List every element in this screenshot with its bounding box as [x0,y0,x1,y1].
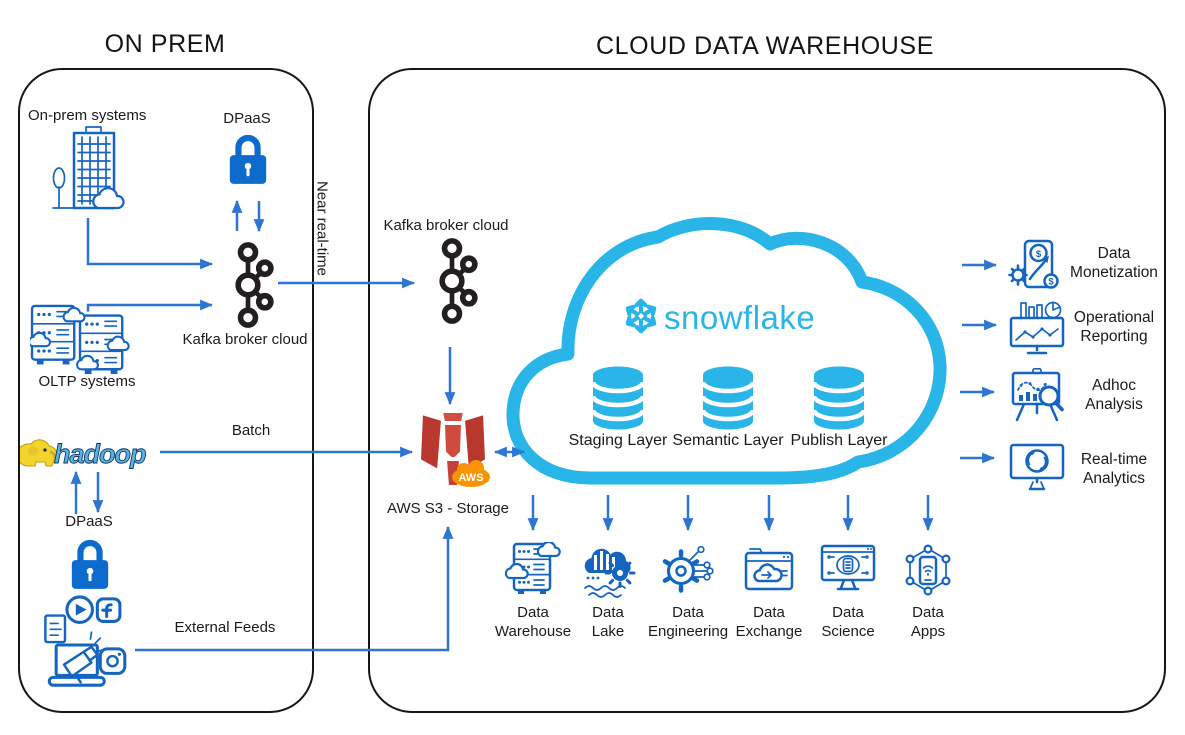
consumer-label-science: Data Science [796,603,900,641]
output-label-line2: Analytics [1082,470,1146,487]
lock-icon [229,134,267,184]
output-label-line1: Data [1097,245,1131,262]
semantic-layer-label: Semantic Layer [672,432,784,449]
kafka-icon [439,238,478,324]
near-real-time-label: Near real-time [313,180,331,277]
kafka-left-label: Kafka broker cloud [182,331,308,348]
cloud-box [368,68,1166,713]
output-label-line1: Real-time [1080,451,1148,468]
consumer-label-line2: Engineering [647,623,729,640]
aws-badge: AWS [452,460,490,487]
s3-label: AWS S3 - Storage [387,500,509,517]
consumer-label-line1: Data [672,604,704,621]
data-monetization-icon: $ $ [1008,239,1059,289]
lock-icon [71,539,109,589]
data-apps-icon [905,544,951,596]
adhoc-analysis-icon [1011,368,1064,422]
data-engineering-icon [662,545,714,593]
instagram-icon [98,647,127,675]
output-label-line2: Monetization [1070,264,1158,281]
kafka-icon [235,242,274,328]
dpaas-top-label: DPaaS [223,110,271,127]
database-cylinder-icon [813,366,865,430]
hadoop-elephant-icon [20,439,58,467]
consumer-label-exchange: Data Exchange [717,603,821,641]
consumer-label-line1: Data [517,604,549,621]
consumer-label-line1: Data [832,604,864,621]
cloud-overlays [30,306,130,371]
consumer-label-line2: Science [821,623,875,640]
server-rack-1 [30,304,76,365]
output-label-monetization: Data Monetization [1062,244,1166,282]
consumer-label-engineering: Data Engineering [636,603,740,641]
play-icon [65,595,94,624]
dollar-glyph: $ [1036,249,1042,260]
batch-label: Batch [231,422,271,439]
database-cylinder-icon [592,366,644,430]
consumer-label-warehouse: Data Warehouse [481,603,585,641]
consumer-label-line1: Data [912,604,944,621]
output-label-realtime: Real-time Analytics [1062,450,1166,488]
output-label-line1: Operational [1073,309,1155,326]
on-prem-box [18,68,314,713]
output-label-adhoc: Adhoc Analysis [1062,376,1166,414]
oltp-label: OLTP systems [38,373,136,390]
document-icon [44,614,67,644]
database-cylinder-icon [702,366,754,430]
consumer-label-line2: Lake [591,623,625,640]
external-feeds-label: External Feeds [174,619,276,636]
staging-layer-label: Staging Layer [568,432,668,449]
operational-reporting-icon [1009,301,1065,355]
on-prem-title: ON PREM [104,30,226,58]
servers-icon [30,304,130,375]
building-icon [52,126,125,210]
dpaas-bottom-label: DPaaS [65,513,113,530]
data-lake-icon [584,548,636,598]
megaphone-icon [62,645,99,678]
consumer-label-line1: Data [753,604,785,621]
consumer-label-apps: Data Apps [876,603,980,641]
kafka-right-label: Kafka broker cloud [383,217,509,234]
dollar-glyph: $ [1048,277,1054,288]
facebook-icon [95,597,122,623]
consumer-label-line2: Exchange [735,623,803,640]
output-label-reporting: Operational Reporting [1062,308,1166,346]
onprem-systems-label: On-prem systems [28,107,147,124]
consumer-label-lake: Data Lake [556,603,660,641]
output-label-line2: Analysis [1085,396,1143,413]
hadoop-wordmark-text: hadoop [54,439,146,469]
cloud-title: CLOUD DATA WAREHOUSE [596,32,934,60]
snowflake-logo-icon [625,298,657,334]
output-label-line1: Adhoc [1092,377,1136,394]
snowflake-wordmark: snowflake [664,299,816,336]
output-label-line2: Reporting [1080,328,1148,345]
realtime-analytics-icon [1009,443,1065,491]
consumer-label-line1: Data [592,604,624,621]
consumer-label-line2: Warehouse [494,623,572,640]
social-media-icon [44,595,127,687]
hadoop-wordmark: hadoop [54,439,148,470]
data-science-icon [820,544,876,591]
data-warehouse-icon [505,542,561,594]
aws-s3-icon: AWS [419,411,490,487]
aws-badge-text: AWS [458,472,483,484]
consumer-label-line2: Apps [910,623,946,640]
publish-layer-label: Publish Layer [790,432,888,449]
data-exchange-icon [744,548,794,591]
